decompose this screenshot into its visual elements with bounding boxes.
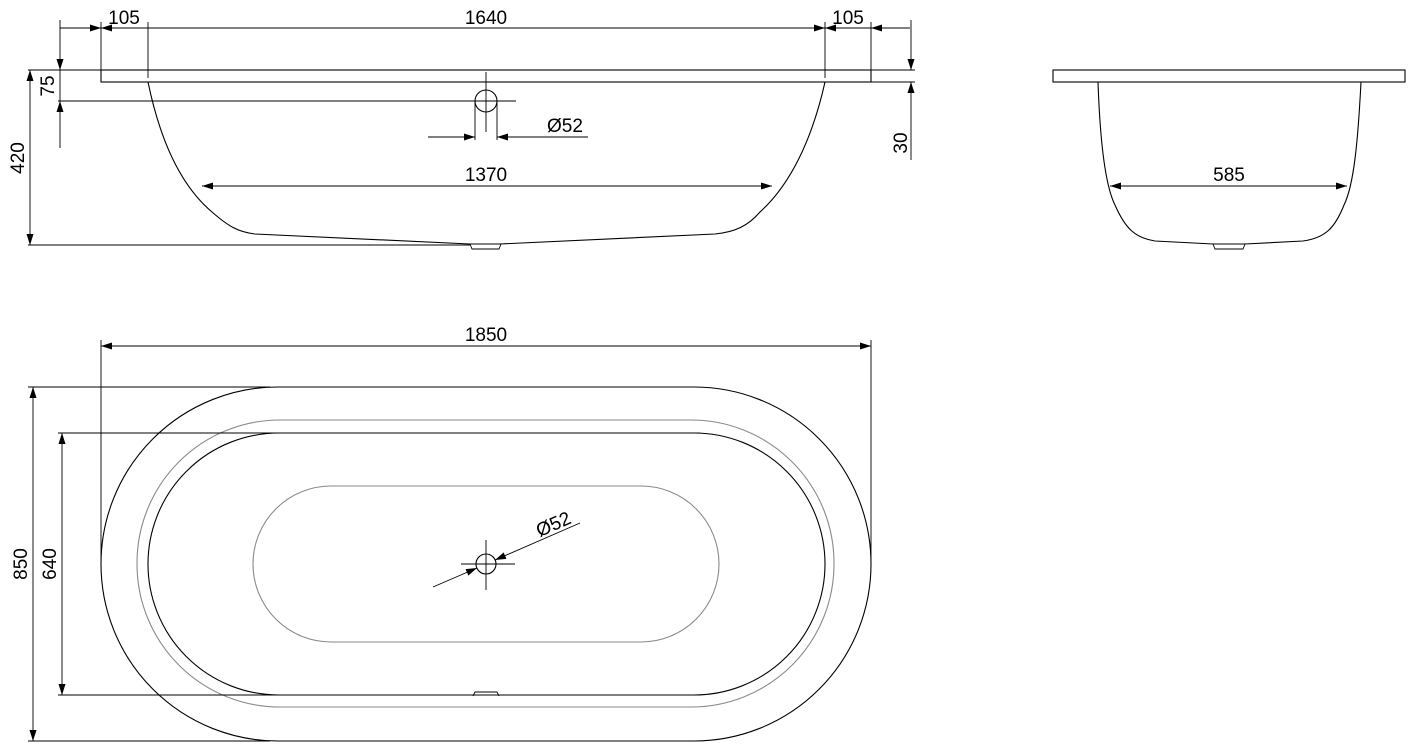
side-rim-right-label: 105 — [832, 8, 864, 29]
side-view: 105 1640 105 420 75 30 Ø52 1370 — [8, 8, 915, 250]
top-drain-label: Ø52 — [533, 508, 574, 542]
top-total-width-label: 850 — [11, 548, 32, 580]
end-rim — [1052, 69, 1406, 83]
end-tub-body — [1097, 81, 1362, 245]
top-view: Ø52 1850 850 640 — [11, 325, 872, 742]
end-drain-foot — [1212, 243, 1246, 250]
side-inner-length-label: 1640 — [465, 8, 507, 29]
side-bottom-length-label: 1370 — [465, 165, 507, 186]
top-floor — [252, 485, 720, 643]
top-total-length-label: 1850 — [465, 325, 507, 346]
top-overflow-mark — [472, 691, 500, 697]
side-total-height-label: 420 — [8, 142, 29, 174]
side-rim-height-label: 75 — [38, 75, 59, 96]
top-rim-inner-edge — [136, 419, 835, 708]
top-inner-width-label: 640 — [40, 548, 61, 580]
side-drain-foot — [469, 243, 502, 250]
end-bottom-width-label: 585 — [1213, 165, 1245, 186]
side-tub-body — [147, 81, 826, 245]
side-rim-left-label: 105 — [108, 8, 140, 29]
side-drain-label: Ø52 — [547, 116, 583, 137]
end-view: 585 — [1052, 69, 1406, 250]
side-rim-thickness-label: 30 — [891, 132, 912, 153]
